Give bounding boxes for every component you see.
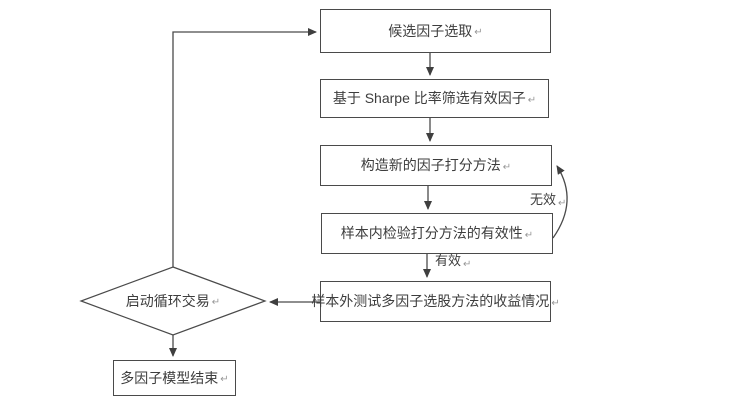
node-start-loop-trading: 启动循环交易↵ (93, 288, 253, 314)
edge-label-invalid: 无效↵ (530, 192, 567, 209)
node-out-of-sample-return-test: 样本外测试多因子选股方法的收益情况↵ (311, 281, 560, 322)
paragraph-mark-icon: ↵ (527, 94, 537, 106)
node-label: 样本内检验打分方法的有效性 (340, 225, 523, 242)
paragraph-mark-icon: ↵ (524, 229, 534, 241)
paragraph-mark-icon: ↵ (211, 297, 221, 308)
paragraph-mark-icon: ↵ (463, 259, 472, 270)
paragraph-mark-icon: ↵ (474, 27, 483, 38)
node-label: 启动循环交易 (125, 292, 210, 309)
paragraph-mark-icon: ↵ (551, 297, 560, 309)
edge-loop-to-candidate (172, 28, 317, 267)
paragraph-mark-icon: ↵ (558, 198, 567, 209)
node-multifactor-model-end: 多因子模型结束↵ (113, 360, 236, 396)
node-candidate-factor-selection: 候选因子选取↵ (320, 9, 551, 53)
edge-invalid-feedback-curve (552, 165, 568, 239)
edge-label-valid: 有效↵ (435, 253, 472, 270)
node-label: 多因子模型结束 (120, 369, 219, 386)
node-label: 候选因子选取 (388, 22, 473, 39)
node-label: 基于 Sharpe 比率筛选有效因子 (332, 90, 526, 107)
node-construct-scoring-method: 构造新的因子打分方法↵ (320, 145, 552, 186)
node-sharpe-ratio-filter: 基于 Sharpe 比率筛选有效因子↵ (320, 79, 549, 118)
node-label: 样本外测试多因子选股方法的收益情况 (311, 293, 550, 310)
node-label: 构造新的因子打分方法 (360, 157, 501, 174)
paragraph-mark-icon: ↵ (502, 161, 512, 173)
node-in-sample-validity-test: 样本内检验打分方法的有效性↵ (321, 213, 553, 254)
paragraph-mark-icon: ↵ (220, 374, 229, 385)
